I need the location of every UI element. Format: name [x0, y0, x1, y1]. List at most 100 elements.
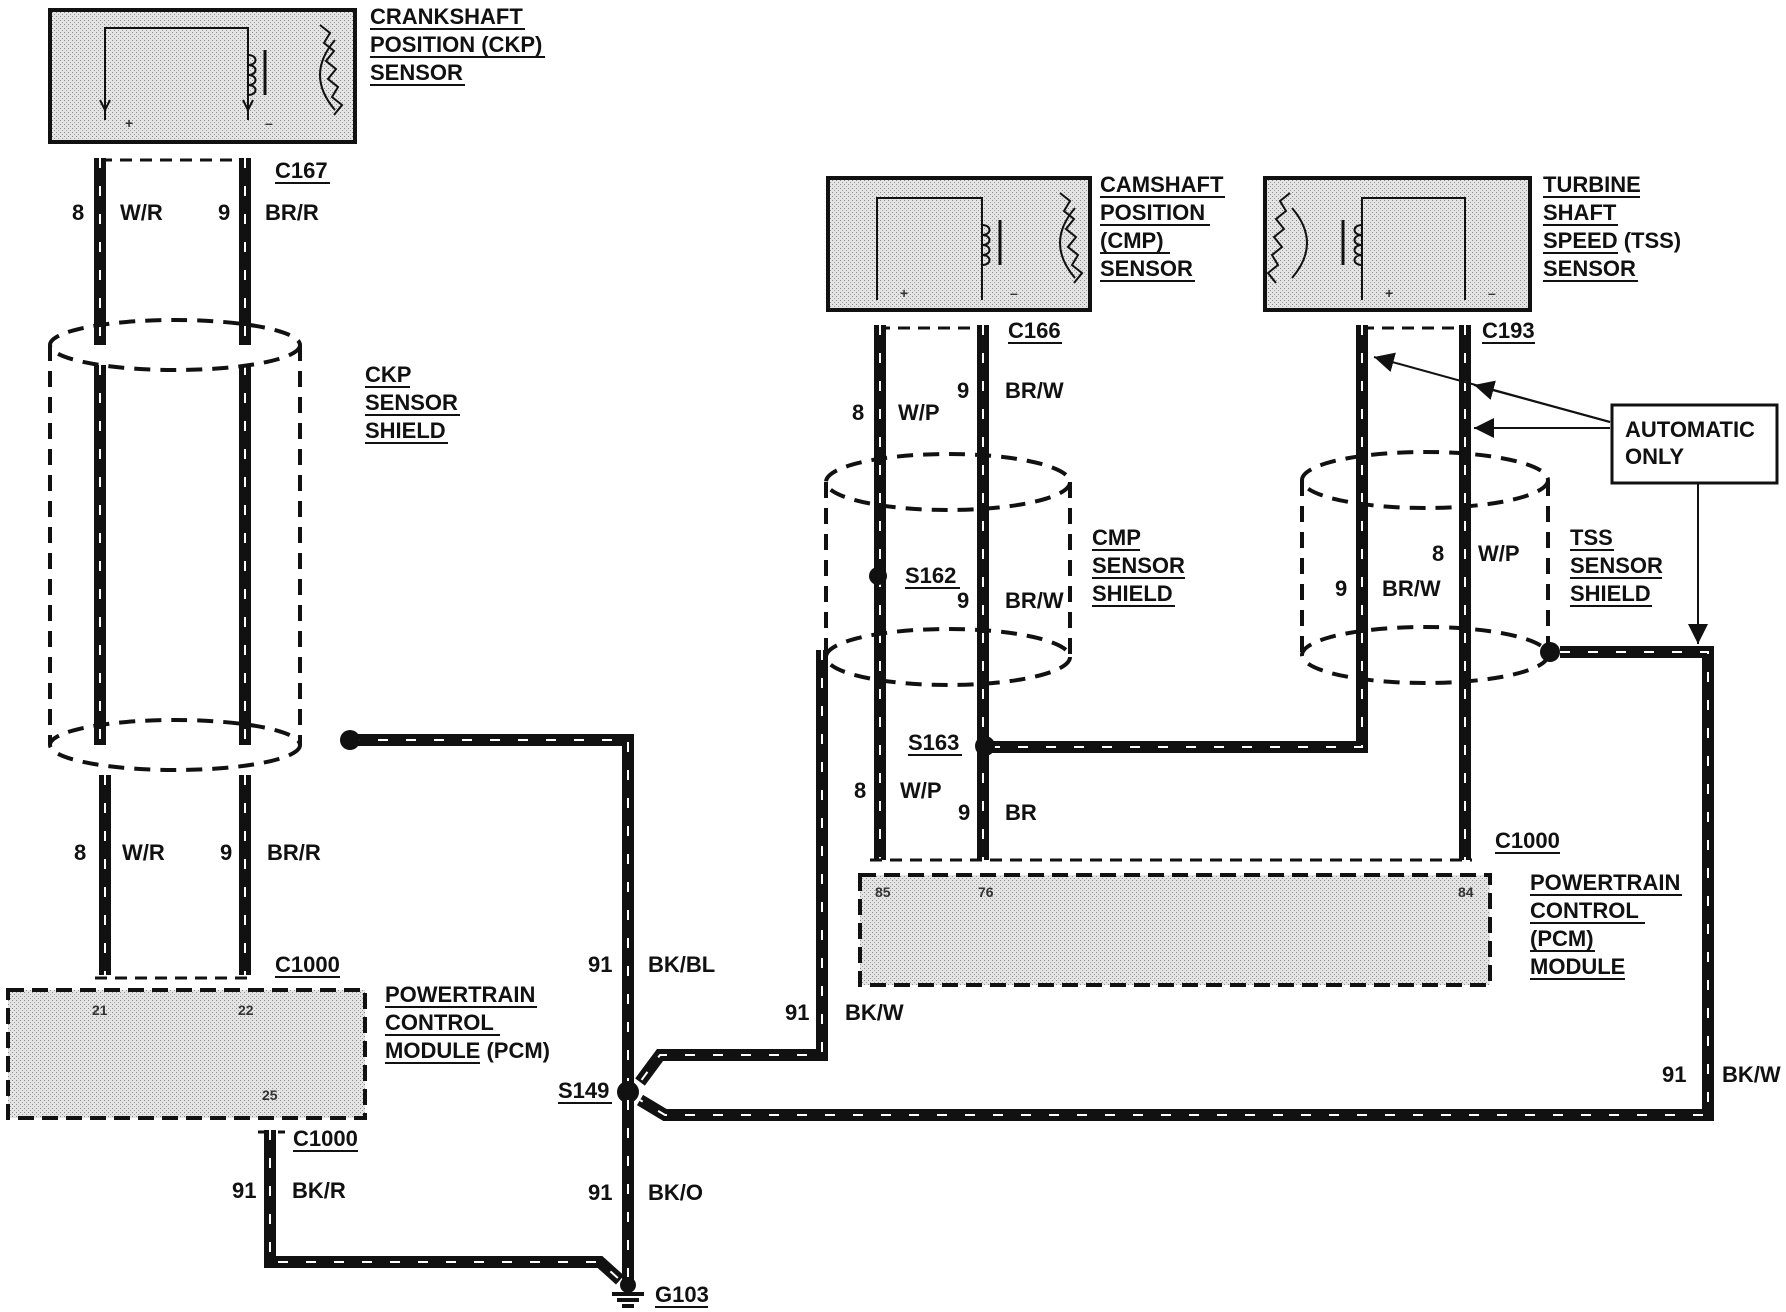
splice-s149 [617, 1081, 639, 1103]
svg-text:TURBINE: TURBINE [1543, 172, 1641, 197]
ckp-shield-drain-wire [350, 734, 634, 1090]
cmp-lower-wire-br: BR [1005, 800, 1037, 825]
tss-sensor: + – [1263, 176, 1532, 312]
connector-c1000-left: C1000 [275, 952, 340, 977]
svg-text:CAMSHAFT: CAMSHAFT [1100, 172, 1224, 197]
svg-text:SHIELD: SHIELD [1092, 581, 1173, 606]
connector-c1000-right: C1000 [1495, 828, 1560, 853]
tss-wires [1356, 325, 1471, 860]
ckp-lower-wire-wr: W/R [122, 840, 165, 865]
cmp-shield-drain-wire [635, 650, 828, 1086]
svg-text:POWERTRAIN: POWERTRAIN [1530, 870, 1680, 895]
pcm-left-label: POWERTRAIN CONTROL MODULE (PCM) [385, 982, 550, 1064]
svg-text:MODULE: MODULE [1530, 954, 1625, 979]
pcm-ground-wire-color: BK/R [292, 1178, 346, 1203]
splice-s163-label: S163 [908, 730, 959, 755]
svg-text:SPEED (TSS): SPEED (TSS) [1543, 228, 1681, 253]
ckp-lower-pin-9: 9 [220, 840, 232, 865]
connector-c193: C193 [1482, 318, 1535, 343]
ground-wire-color: BK/O [648, 1180, 703, 1205]
ckp-drain-circuit: 91 [588, 952, 612, 977]
ckp-drain-wire-color: BK/BL [648, 952, 715, 977]
automatic-only-arrows [1373, 352, 1708, 644]
pcm-left-pin-25: 25 [262, 1087, 278, 1103]
tss-wire-wp: W/P [1478, 541, 1520, 566]
tss-drain-wire-color: BK/W [1722, 1062, 1781, 1087]
svg-text:CKP: CKP [365, 362, 411, 387]
svg-text:SENSOR: SENSOR [1100, 256, 1193, 281]
tss-sensor-label: TURBINE SHAFT SPEED (TSS) SENSOR [1543, 172, 1681, 282]
svg-text:SENSOR: SENSOR [365, 390, 458, 415]
pcm-left-pin-21: 21 [92, 1002, 108, 1018]
tss-shield-drain-wire [636, 646, 1714, 1121]
ckp-pin-9: 9 [218, 200, 230, 225]
ckp-shield-drain-point [340, 730, 360, 750]
cmp-shield [824, 452, 1072, 687]
automatic-only-line2: ONLY [1625, 444, 1684, 469]
svg-text:–: – [1010, 285, 1018, 301]
pcm-ground-circuit: 91 [232, 1178, 256, 1203]
svg-text:+: + [1385, 285, 1393, 301]
connector-c1000-ground: C1000 [293, 1126, 358, 1151]
ground-g103: G103 [655, 1282, 709, 1307]
cmp-wire-brw: BR/W [1005, 378, 1064, 403]
ckp-shield-label: CKP SENSOR SHIELD [365, 362, 460, 444]
ckp-pin-8: 8 [72, 200, 84, 225]
svg-text:SENSOR: SENSOR [370, 60, 463, 85]
ground-symbol-icon [612, 1277, 644, 1308]
ckp-wires [94, 158, 251, 975]
svg-text:SHIELD: SHIELD [365, 418, 446, 443]
svg-text:CONTROL: CONTROL [1530, 898, 1639, 923]
svg-text:SHIELD: SHIELD [1570, 581, 1651, 606]
ckp-sensor-label: CRANKSHAFT POSITION (CKP) SENSOR [370, 4, 545, 86]
svg-text:–: – [1488, 285, 1496, 301]
tss-drain-circuit: 91 [1662, 1062, 1686, 1087]
svg-text:CMP: CMP [1092, 525, 1141, 550]
pcm-right-pin-84: 84 [1458, 884, 1474, 900]
svg-text:POSITION (CKP): POSITION (CKP) [370, 32, 542, 57]
svg-text:(CMP): (CMP) [1100, 228, 1164, 253]
cmp-sensor-label: CAMSHAFT POSITION (CMP) SENSOR [1100, 172, 1225, 282]
cmp-wire-wp: W/P [898, 400, 940, 425]
pcm-left-pin-22: 22 [238, 1002, 254, 1018]
cmp-wires [874, 325, 989, 860]
ckp-lower-pin-8: 8 [74, 840, 86, 865]
connector-c166: C166 [1008, 318, 1061, 343]
svg-text:+: + [125, 115, 133, 131]
pcm-left-module [6, 988, 367, 1120]
tss-pin-9: 9 [1335, 576, 1347, 601]
s163-link-wire [990, 700, 1368, 753]
svg-text:(PCM): (PCM) [1530, 926, 1594, 951]
ground-circuit: 91 [588, 1180, 612, 1205]
pcm-right-pin-76: 76 [978, 884, 994, 900]
splice-s162-label: S162 [905, 563, 956, 588]
ckp-sensor: + – [48, 8, 357, 144]
ckp-wire-wr: W/R [120, 200, 163, 225]
svg-text:CRANKSHAFT: CRANKSHAFT [370, 4, 523, 29]
svg-text:SENSOR: SENSOR [1543, 256, 1636, 281]
splice-s149-label: S149 [558, 1078, 609, 1103]
svg-text:POSITION: POSITION [1100, 200, 1205, 225]
svg-text:MODULE (PCM): MODULE (PCM) [385, 1038, 550, 1063]
tss-pin-8: 8 [1432, 541, 1444, 566]
pcm-right-module [858, 873, 1492, 987]
cmp-pin-9: 9 [957, 378, 969, 403]
ckp-lower-wire-brr: BR/R [267, 840, 321, 865]
svg-text:SENSOR: SENSOR [1092, 553, 1185, 578]
cmp-shield-wire-brw: BR/W [1005, 588, 1064, 613]
splice-s163 [975, 736, 995, 756]
cmp-shield-label: CMP SENSOR SHIELD [1092, 525, 1185, 607]
cmp-drain-circuit: 91 [785, 1000, 809, 1025]
tss-wire-brw: BR/W [1382, 576, 1441, 601]
svg-text:SHAFT: SHAFT [1543, 200, 1617, 225]
automatic-only-line1: AUTOMATIC [1625, 417, 1755, 442]
svg-text:CONTROL: CONTROL [385, 1010, 494, 1035]
connector-c167: C167 [275, 158, 328, 183]
cmp-lower-pin-8: 8 [854, 778, 866, 803]
pcm-ground-wire [264, 1130, 625, 1285]
svg-text:SENSOR: SENSOR [1570, 553, 1663, 578]
cmp-lower-pin-9: 9 [958, 800, 970, 825]
cmp-shield-pin-9: 9 [957, 588, 969, 613]
pcm-right-pin-85: 85 [875, 884, 891, 900]
tss-shield-label: TSS SENSOR SHIELD [1570, 525, 1663, 607]
